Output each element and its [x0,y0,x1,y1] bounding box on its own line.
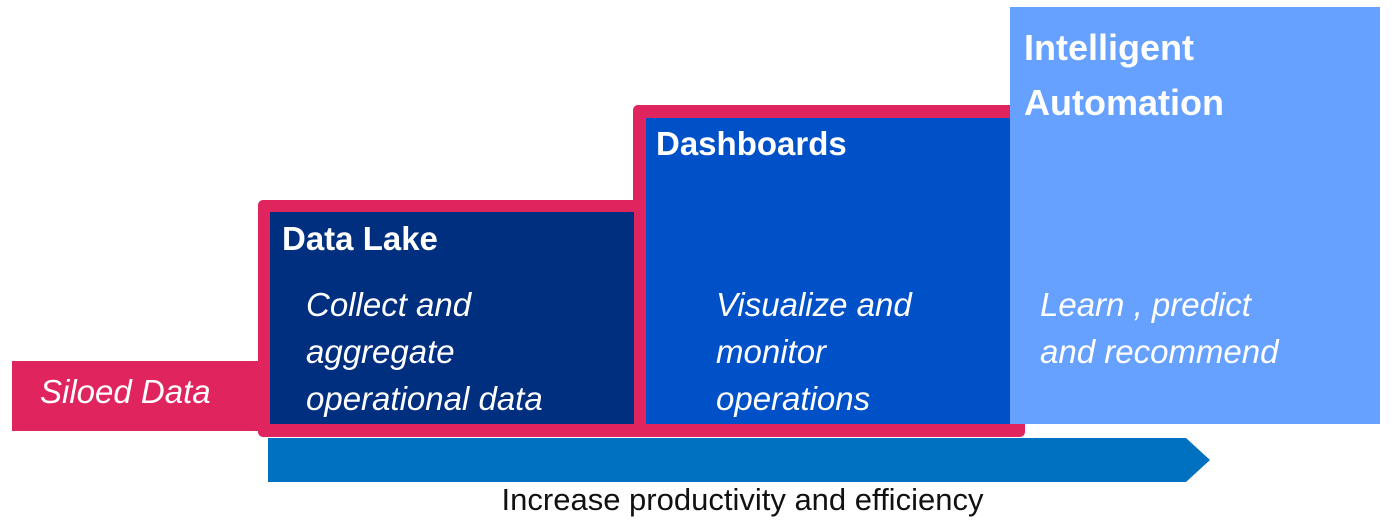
data-lake-title: Data Lake [282,220,438,257]
dashboards-panel [646,118,1012,424]
dashboards-description: Visualize and monitor operations [716,286,912,417]
progress-arrow-shape [268,438,1210,482]
siloed-data-bar [12,361,292,431]
progress-arrow [268,438,1210,482]
intelligent-automation-panel [1010,7,1380,424]
intelligent-automation-description: Learn , predict and recommend [1040,286,1279,370]
dashboards-title: Dashboards [656,125,847,162]
intelligent-automation-title: Intelligent Automation [1024,27,1224,123]
data-lake-panel [270,212,634,424]
data-lake-description: Collect and aggregate operational data [306,286,543,417]
arrow-label: Increase productivity and efficiency [501,482,984,517]
siloed-data-label: Siloed Data [40,373,211,410]
